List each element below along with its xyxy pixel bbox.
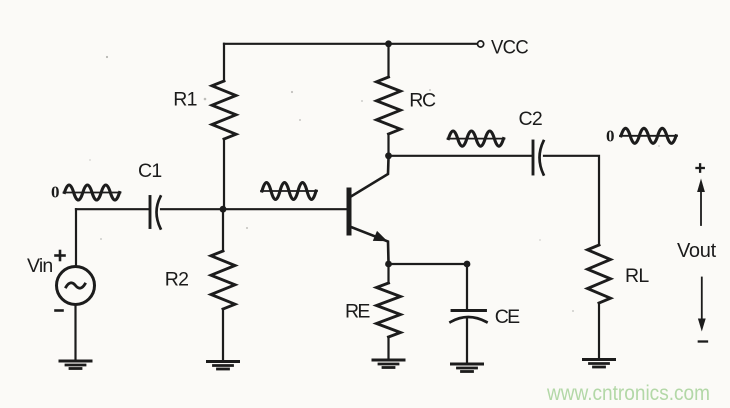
svg-text:0: 0 — [606, 127, 615, 146]
svg-text:RC: RC — [409, 90, 436, 112]
svg-text:Vout: Vout — [677, 240, 717, 262]
svg-text:Vin: Vin — [27, 255, 52, 277]
svg-text:www.cntronics.com: www.cntronics.com — [546, 382, 710, 405]
svg-text:R1: R1 — [173, 89, 197, 111]
svg-text:0: 0 — [51, 183, 60, 202]
svg-text:RL: RL — [625, 265, 649, 287]
svg-text:CE: CE — [495, 306, 520, 328]
svg-text:R2: R2 — [165, 269, 189, 291]
svg-text:RE: RE — [345, 301, 370, 323]
svg-text:VCC: VCC — [491, 38, 528, 59]
svg-text:C2: C2 — [519, 108, 543, 130]
svg-text:C1: C1 — [138, 160, 162, 182]
